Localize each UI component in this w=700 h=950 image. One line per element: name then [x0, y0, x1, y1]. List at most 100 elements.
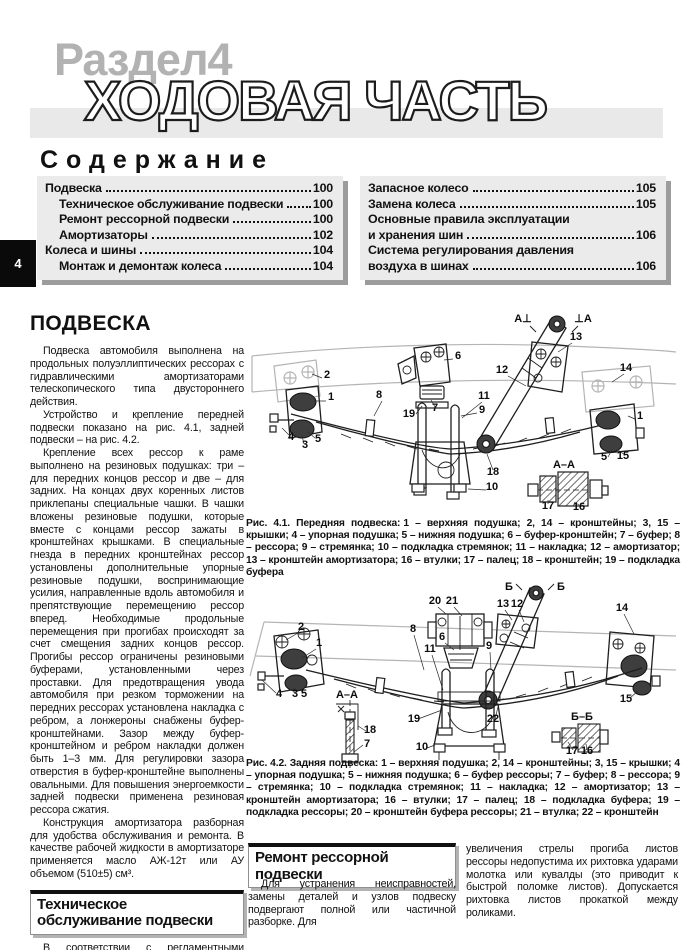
figure-callout: А⊥ [514, 313, 532, 325]
chapter-title: ХОДОВАЯ ЧАСТЬ [83, 68, 549, 133]
figure-callout: 1 [328, 391, 334, 403]
caption-text: 1 – верхняя подушка; 2, 14 – кронштейны;… [246, 518, 680, 578]
rear-hanger-right [589, 403, 645, 455]
paragraph: увеличения стрелы прогиба листов рессоры… [466, 843, 678, 919]
u-bolts-and-support [433, 668, 506, 760]
figure-callout: 5 [301, 688, 307, 700]
toc-entry-page: 105 [635, 181, 656, 195]
repair-heading-line1: Ремонт рессорной [255, 849, 389, 866]
repair-heading-line2: подвески [255, 865, 323, 883]
figure-callout: 12 [496, 364, 508, 376]
toc-entry-page: 102 [312, 227, 333, 242]
caption-lead: Рис. 4.1. Передняя подвеска: [246, 518, 401, 529]
figure-callout: 22 [487, 713, 499, 725]
figure-caption: Рис. 4.1. Передняя подвеска:1 – верхняя … [246, 518, 680, 579]
toc-dot-leader [467, 236, 634, 239]
toc-entry-page: 106 [635, 258, 656, 273]
toc-entry-label: и хранения шин [368, 227, 464, 242]
toc-entry: Колеса и шины 104 [45, 243, 333, 259]
figure-callout: 21 [446, 595, 458, 607]
figure-callout: Б–Б [571, 711, 593, 723]
toc-entry-label: Колеса и шины [45, 243, 137, 258]
toc-entry-label: Замена колеса [368, 196, 456, 211]
header-band [30, 108, 663, 138]
frame-rail [251, 343, 677, 413]
figure-callout: Б [557, 581, 565, 593]
page-number: 4 [14, 256, 22, 271]
figure-callout: 10 [486, 481, 498, 493]
figure-callout: 6 [439, 631, 445, 643]
toc-entry-label: Система регулирования давления [368, 243, 574, 258]
rear-suspension-drawing: ББ2021131214218611915435192210А–А187Б–Б1… [249, 581, 677, 768]
toc-dot-leader [472, 267, 634, 270]
buffer-bracket-center [427, 613, 493, 669]
figure-callout: 3 [292, 688, 298, 700]
maintenance-heading-box: Техническое обслуживание подвески [30, 889, 244, 935]
section-a-a-detail [527, 471, 609, 507]
toc-entry: Подвеска 100 [45, 181, 333, 197]
toc-dot-leader [459, 205, 634, 208]
figure-callout: А–А [336, 689, 358, 701]
caption-text: 1 – верхняя подушка; 2, 14 – кронштейны;… [246, 758, 680, 818]
figure-callout: 2 [324, 369, 330, 381]
toc-dot-leader [233, 221, 311, 224]
toc-dot-leader [225, 267, 311, 270]
contents-heading: Содержание [40, 146, 275, 174]
toc-entry: Система регулирования давления [368, 243, 656, 259]
figure-callout: 6 [455, 350, 461, 362]
section-b-b-detail [551, 723, 609, 753]
toc-dot-leader [472, 190, 634, 192]
figure-callout: 4 [288, 431, 295, 443]
figure-callout: 8 [410, 623, 416, 635]
figure-callout: 13 [497, 598, 509, 610]
figure-callout: 10 [416, 741, 428, 753]
repair-column-2: увеличения стрелы прогиба листов рессоры… [466, 843, 678, 920]
figure-callout: 14 [620, 362, 633, 374]
figure-callout: 1 [316, 637, 322, 649]
suspension-heading: ПОДВЕСКА [30, 312, 151, 335]
toc-dot-leader [287, 205, 311, 208]
u-bolts-and-seat [409, 402, 471, 500]
toc-entry-label: Подвеска [45, 181, 102, 195]
front-hanger-left [269, 385, 323, 439]
figure-callout: 9 [486, 640, 492, 652]
figure-callout: ⊥А [574, 313, 592, 325]
figure-callout: 2 [298, 621, 304, 633]
figure-callout: 16 [581, 745, 593, 757]
leader-lines [281, 342, 636, 506]
figure-callout: 8 [376, 389, 382, 401]
leaf-spring [305, 667, 643, 709]
figure-callout: 18 [364, 724, 376, 736]
page-number-tab: 4 [0, 240, 36, 287]
toc-entry-page: 100 [312, 212, 333, 227]
leader-lines [261, 606, 639, 753]
maintenance-heading-line1: Техническое [37, 895, 127, 913]
figure-callout: 9 [479, 404, 485, 416]
shock-absorber [476, 315, 579, 454]
repair-heading-box: Ремонт рессорной подвески [248, 843, 456, 888]
paragraph: Для устранения неисправностей, замены де… [248, 878, 456, 929]
toc-entry-label: Техническое обслуживание подвески [59, 196, 284, 211]
toc-entry: Основные правила эксплуатации [368, 212, 656, 228]
rear-hanger-right [605, 631, 661, 696]
toc-entry-page: 100 [312, 181, 333, 195]
rear-hanger-left [257, 627, 325, 693]
toc-entry-label: Монтаж и демонтаж колеса [59, 258, 222, 273]
section-a-a-detail [336, 700, 359, 768]
figure-callout: 3 [302, 439, 308, 451]
caption-lead: Рис. 4.2. Задняя подвеска: [246, 758, 379, 769]
paragraph: Устройство и крепление передней подвески… [30, 408, 244, 447]
section-label: Раздел4 [54, 34, 233, 85]
figure-callout: 15 [620, 693, 632, 705]
toc-entry-page: 104 [312, 243, 333, 258]
left-column: ПОДВЕСКА Подвеска автомобиля выполнена н… [30, 312, 244, 950]
paragraph: Конструкция амортизатора разборная для у… [30, 816, 244, 880]
